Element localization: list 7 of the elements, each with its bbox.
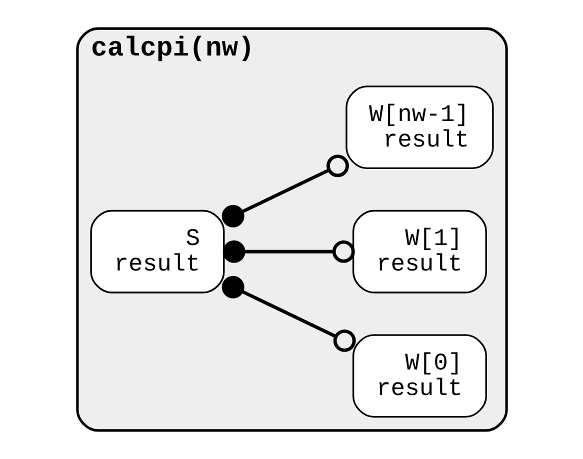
node-box: W[nw-1] result	[345, 86, 494, 170]
node-box: S result	[90, 210, 224, 294]
connector	[221, 276, 356, 352]
node-box: W[0] result	[352, 334, 486, 418]
connector	[222, 240, 354, 263]
connector	[221, 154, 348, 228]
node-box: W[1] result	[352, 210, 486, 294]
